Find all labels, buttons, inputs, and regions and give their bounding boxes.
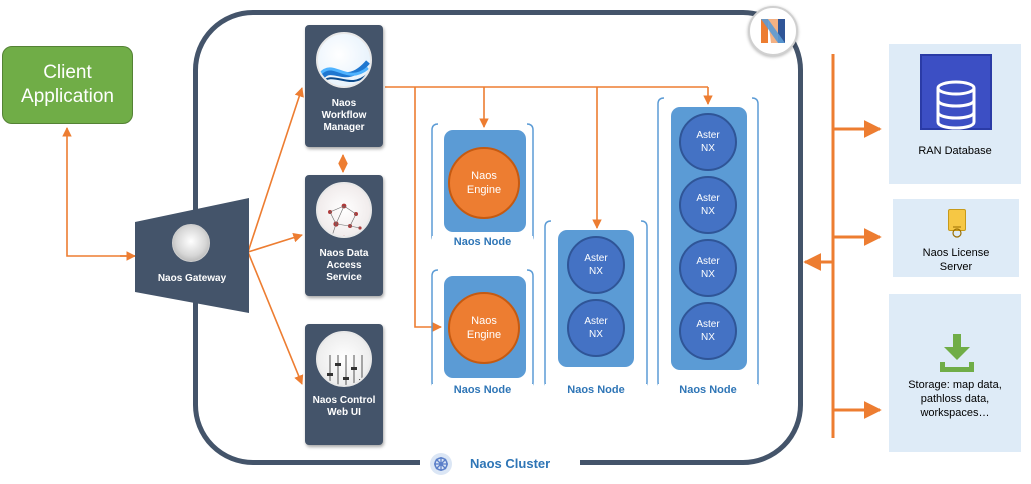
gateway-control-connector [247,251,304,385]
client-application: Client Application [2,46,133,124]
gateway-dome-icon [172,224,210,262]
license-server-label: Naos License Server [922,247,990,273]
naos-engine-2: Naos Engine [448,292,520,364]
workflow-wave-icon [316,32,372,88]
ran-database-box: RAN Database [889,44,1021,184]
control-sliders-icon [316,331,372,387]
storage-label: Storage: map data, pathloss data, worksp… [908,379,1002,419]
license-server-box: Naos License Server [893,199,1019,277]
gateway-label: Naos Gateway [157,273,227,284]
workflow-manager-label: Naos Workflow Manager [321,98,367,133]
aster-nx-3b: Aster NX [679,176,737,234]
aster-nx-2a: Aster NX [567,236,625,294]
aster-nx-3d: Aster NX [679,302,737,360]
database-icon [920,54,992,130]
naos-logo [748,6,798,56]
client-gateway-connector [62,127,135,257]
aster-nx-2b: Aster NX [567,299,625,357]
aster-nx-3c: Aster NX [679,239,737,297]
naos-node-label-1: Naos Node [432,236,533,248]
ran-database-label: RAN Database [918,145,992,157]
workflow-manager-service: Naos Workflow Manager [305,25,383,147]
control-web-ui-label: Naos Control Web UI [312,395,376,418]
naos-node-label-4: Naos Node [658,384,758,396]
naos-logo-icon [761,19,785,43]
storage-box: Storage: map data, pathloss data, worksp… [889,294,1021,452]
data-access-label: Naos Data Access Service [319,248,369,283]
gateway-workflow-connector [247,87,304,253]
download-icon [940,320,974,372]
data-access-service: Naos Data Access Service [305,175,383,296]
kubernetes-icon [430,453,452,475]
gateway-data-connector [247,233,303,253]
naos-node-label-2: Naos Node [432,384,533,396]
data-network-icon [316,182,372,238]
naos-node-label-3: Naos Node [545,384,647,396]
cluster-label: Naos Cluster [470,456,551,471]
aster-nx-3a: Aster NX [679,113,737,171]
certificate-icon [948,209,966,238]
naos-engine-1: Naos Engine [448,147,520,219]
control-web-ui-service: Naos Control Web UI [305,324,383,445]
